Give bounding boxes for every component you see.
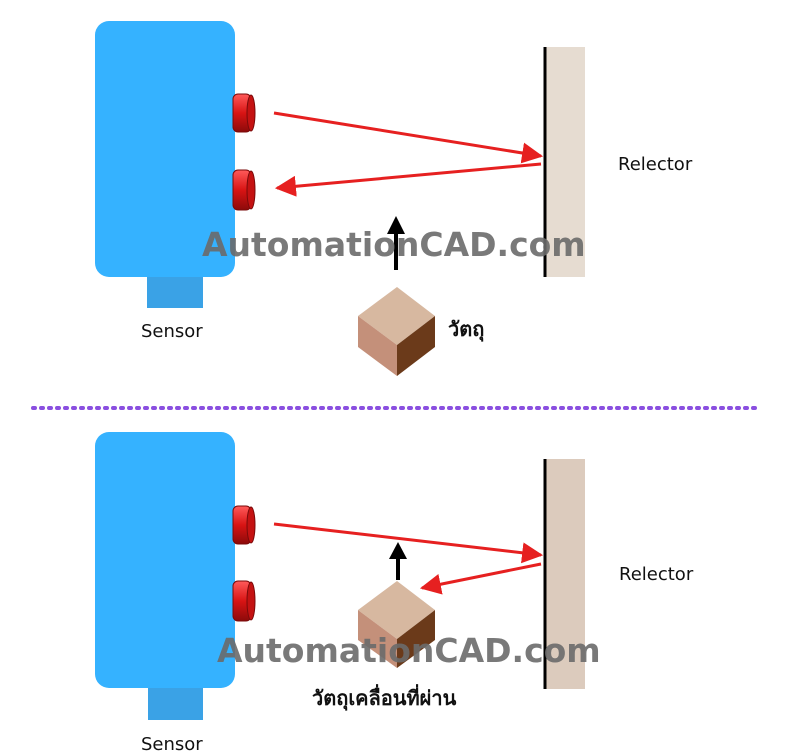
receiver-lens [232, 580, 256, 622]
object-cube [358, 287, 435, 376]
sensor-body [95, 21, 235, 277]
emitted-beam [273, 522, 544, 564]
sensor-base [148, 683, 203, 720]
movement-arrow [387, 216, 405, 270]
bottom-scene: Sensor Relector วัตถุเคลื่อนที่ผ่าน Auto… [95, 432, 694, 755]
emitter-lens [232, 93, 256, 133]
object-label: วัตถุ [448, 317, 484, 342]
object-cube [358, 581, 435, 668]
emitter-lens [232, 505, 256, 545]
reflected-beam [274, 162, 542, 197]
reflector-label: Relector [618, 154, 693, 175]
reflected-beam [419, 562, 542, 595]
sensor-base [147, 272, 203, 308]
receiver-lens [232, 169, 256, 211]
sensor-label: Sensor [141, 734, 203, 755]
object-label: วัตถุเคลื่อนที่ผ่าน [312, 683, 457, 711]
reflector-panel [545, 459, 585, 689]
top-scene: Sensor Relector วัตถุ AutomationCAD.com [95, 21, 693, 376]
sensor-body [95, 432, 235, 688]
reflector-panel [545, 47, 585, 277]
watermark: AutomationCAD.com [217, 631, 601, 670]
movement-arrow [389, 542, 407, 580]
emitted-beam [273, 111, 544, 164]
sensor-label: Sensor [141, 321, 203, 342]
reflector-label: Relector [619, 564, 694, 585]
watermark: AutomationCAD.com [202, 225, 586, 264]
